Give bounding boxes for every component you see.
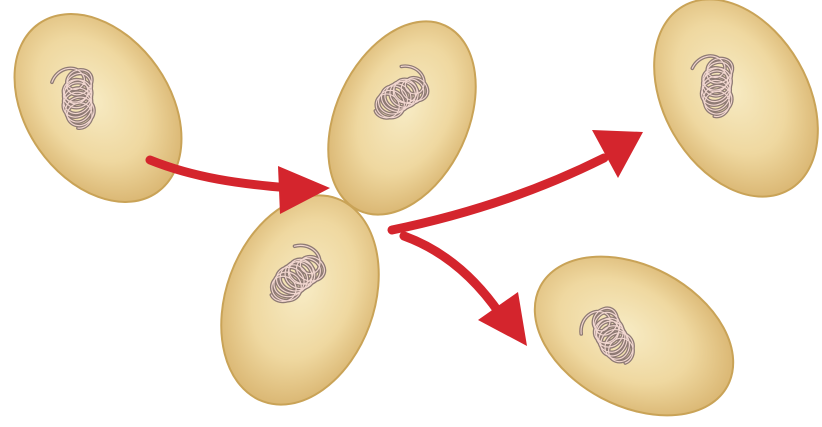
parent-cell xyxy=(0,0,216,234)
daughter-cell-upper xyxy=(621,0,822,226)
daughter-cell-lower xyxy=(508,224,761,427)
arrow-to-lower-daughter xyxy=(404,236,527,346)
